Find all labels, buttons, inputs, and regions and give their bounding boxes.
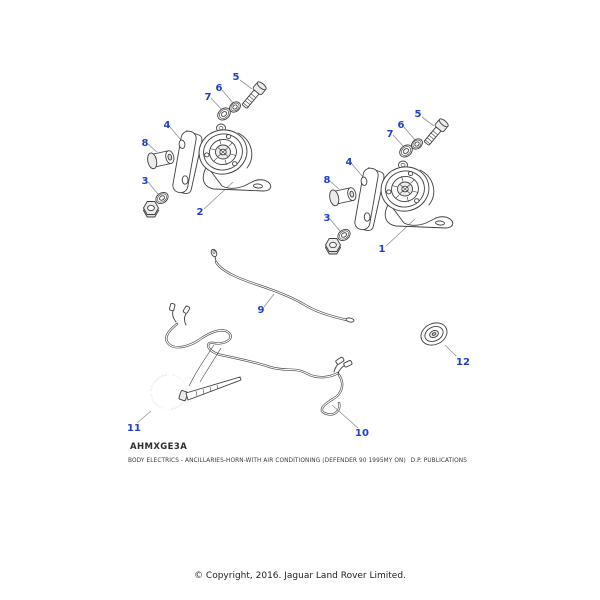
copyright-line: © Copyright, 2016. Jaguar Land Rover Lim… [194,571,406,581]
grommet [420,322,448,346]
callout-2[interactable]: 2 [197,207,204,218]
callout-1[interactable]: 1 [379,244,386,255]
callout-12[interactable]: 12 [456,357,470,368]
footer-publisher: D.P. PUBLICATIONS [410,458,467,464]
callout-5-right[interactable]: 5 [415,109,422,120]
cable-tie [150,374,242,410]
callout-7-right[interactable]: 7 [387,129,394,140]
horn-lead-wire [210,248,355,323]
callout-6-left[interactable]: 6 [216,83,223,94]
callout-8-left[interactable]: 8 [142,138,149,149]
callout-11[interactable]: 11 [127,423,141,434]
callout-8-right[interactable]: 8 [324,175,331,186]
callout-6-right[interactable]: 6 [398,120,405,131]
footer-description: BODY ELECTRICS - ANCILLARIES-HORN-WITH A… [128,458,406,464]
drawing-code: AHMXGE3A [130,442,188,452]
callout-7-left[interactable]: 7 [205,92,212,103]
callout-3-left[interactable]: 3 [142,176,149,187]
callout-5-left[interactable]: 5 [233,72,240,83]
leader-lines [136,293,457,429]
callout-9[interactable]: 9 [258,305,265,316]
callout-10[interactable]: 10 [355,428,369,439]
callout-4-left[interactable]: 4 [164,120,171,131]
horn-harness [165,302,353,416]
callout-3-right[interactable]: 3 [324,213,331,224]
callout-4-right[interactable]: 4 [346,157,353,168]
